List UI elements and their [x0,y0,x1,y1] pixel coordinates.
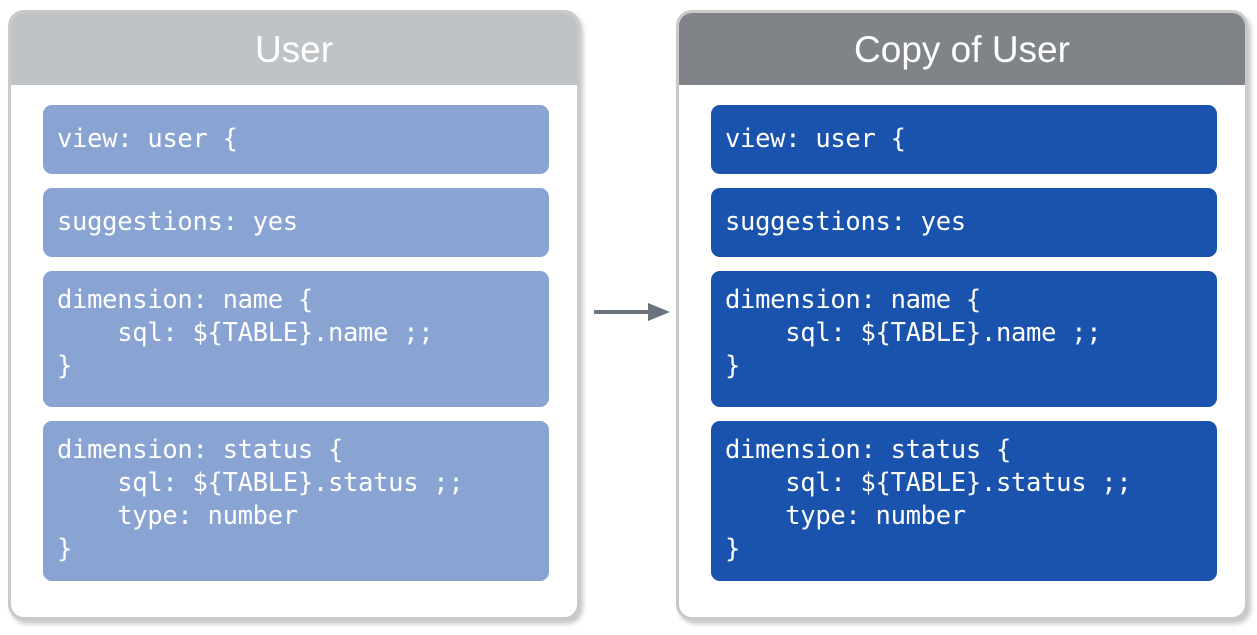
code-block-dimension-status[interactable]: dimension: status { sql: ${TABLE}.status… [43,421,549,581]
arrow-right-svg [594,303,670,321]
card-source-body: view: user { suggestions: yes dimension:… [11,85,577,601]
code-block-dimension-name[interactable]: dimension: name { sql: ${TABLE}.name ;; … [43,271,549,407]
card-source-header: User [11,13,577,85]
code-text: view: user { [57,124,238,154]
card-copy-header: Copy of User [679,13,1245,85]
code-text: suggestions: yes [57,207,298,237]
card-source-user[interactable]: User view: user { suggestions: yes dimen… [8,10,580,620]
code-block-dimension-name[interactable]: dimension: name { sql: ${TABLE}.name ;; … [711,271,1217,407]
code-text: suggestions: yes [725,207,966,237]
arrow-head [648,303,670,321]
card-copy-title: Copy of User [854,28,1070,70]
code-block-suggestions-setting[interactable]: suggestions: yes [43,188,549,257]
code-block-view-declaration[interactable]: view: user { [711,105,1217,174]
code-block-suggestions-setting[interactable]: suggestions: yes [711,188,1217,257]
arrow-right-icon [592,296,672,328]
code-block-view-declaration[interactable]: view: user { [43,105,549,174]
code-text: view: user { [725,124,906,154]
card-source-title: User [254,28,334,70]
code-block-dimension-status[interactable]: dimension: status { sql: ${TABLE}.status… [711,421,1217,581]
card-copy-body: view: user { suggestions: yes dimension:… [679,85,1245,601]
card-copy-of-user[interactable]: Copy of User view: user { suggestions: y… [676,10,1248,620]
